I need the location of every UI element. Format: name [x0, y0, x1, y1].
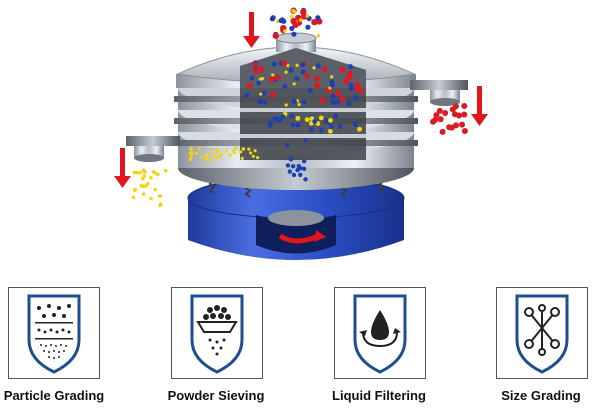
arrow-right-outlet-down-icon [471, 86, 488, 126]
caption-size-grading: Size Grading [501, 388, 581, 403]
outlet-left [126, 136, 180, 162]
caption-powder-sieving: Powder Sieving [167, 388, 265, 403]
material-particles [131, 7, 468, 208]
arrow-feed-down-icon [243, 12, 260, 48]
size-grading-icon [515, 294, 569, 374]
liquid-filtering-icon [353, 294, 407, 374]
size-grading-card [496, 287, 588, 379]
liquid-filtering-card [334, 287, 426, 379]
particle-grading-card [8, 287, 100, 379]
outlet-right [410, 80, 468, 106]
caption-liquid-filtering: Liquid Filtering [332, 388, 426, 403]
powder-sieving-card [171, 287, 263, 379]
particle-grading-icon [27, 294, 81, 374]
arrow-left-outlet-down-icon [114, 148, 131, 188]
vibrating-sieve-machine-illustration [114, 7, 488, 260]
caption-particle-grading: Particle Grading [3, 388, 105, 403]
powder-sieving-icon [190, 294, 244, 374]
